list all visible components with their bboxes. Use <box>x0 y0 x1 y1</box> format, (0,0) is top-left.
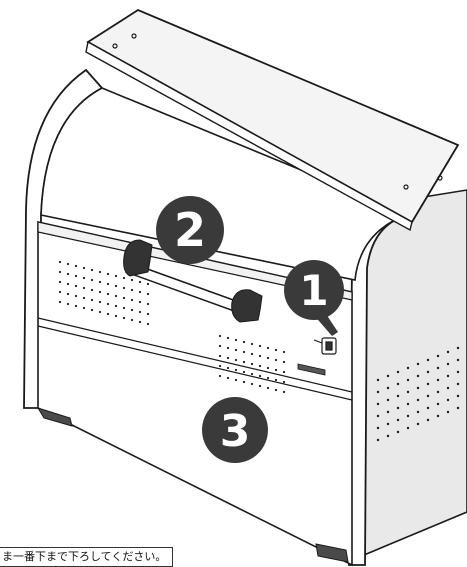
foot-left <box>36 407 73 427</box>
front-lid <box>40 87 411 281</box>
instruction-caption: ま一番下まで下ろしてください。 <box>0 547 174 567</box>
handle-grip-right <box>231 289 263 323</box>
handle-grip-left <box>123 239 153 277</box>
label-plate <box>297 363 326 376</box>
callout-1-label: 1 <box>299 266 328 315</box>
side-vent-holes <box>376 346 460 442</box>
door-split-line <box>37 317 353 401</box>
lid-screws <box>112 33 443 190</box>
callout-3-label: 3 <box>220 406 251 457</box>
top-lid-edge <box>85 40 413 232</box>
callout-1: 1 <box>284 260 344 320</box>
front-vent-left <box>58 260 150 326</box>
callout-2: 2 <box>156 196 224 264</box>
callout-2-label: 2 <box>174 203 206 257</box>
caption-text: ま一番下まで下ろしてください。 <box>2 550 167 563</box>
callout-3: 3 <box>202 397 268 463</box>
front-vent-right <box>218 334 286 394</box>
foot-right <box>315 543 349 563</box>
latch <box>313 337 337 355</box>
